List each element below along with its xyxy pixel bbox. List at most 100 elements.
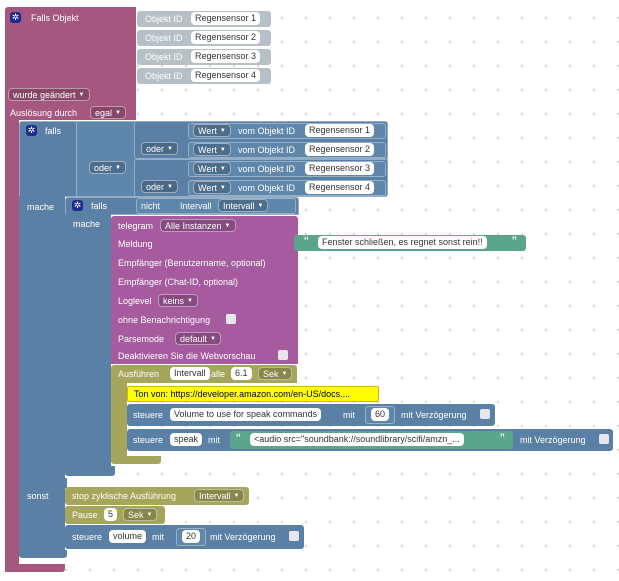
- object-id-field[interactable]: Regensensor 2: [191, 31, 261, 44]
- object-id-field[interactable]: Regensensor 3: [191, 50, 261, 63]
- object-label: Objekt ID: [145, 14, 183, 24]
- not-label: nicht: [141, 201, 161, 211]
- trigger-block[interactable]: [5, 7, 136, 87]
- object-id-field[interactable]: Regensensor 3: [305, 162, 375, 175]
- interval-unit-dropdown[interactable]: Sek▼: [258, 367, 293, 380]
- preview-checkbox[interactable]: [278, 350, 288, 360]
- or-dropdown[interactable]: oder▼: [141, 180, 178, 193]
- volume-value-field[interactable]: 20: [182, 530, 201, 543]
- control-label: steuere: [72, 532, 103, 542]
- source-label: Auslösung durch: [10, 108, 78, 118]
- if-block-bottom: [19, 550, 67, 558]
- with-label: mit: [343, 410, 355, 420]
- if-block-mid: [19, 478, 67, 488]
- interval-block-bottom: [111, 456, 161, 464]
- message-label: Meldung: [118, 239, 153, 249]
- interval-dropdown[interactable]: Intervall▼: [218, 199, 269, 212]
- control-target-field[interactable]: speak: [170, 433, 203, 446]
- object-label: Objekt ID: [145, 71, 183, 81]
- pause-value-field[interactable]: 5: [104, 508, 118, 521]
- stop-label: stop zyklische Ausführung: [72, 491, 177, 501]
- if-label: falls: [45, 126, 62, 136]
- quote-close-icon: ”: [500, 430, 505, 446]
- object-id-field[interactable]: Regensensor 4: [305, 181, 375, 194]
- inner-do-label: mache: [73, 219, 101, 229]
- interval-check-block[interactable]: [174, 199, 294, 213]
- from-object-label: vom Objekt ID: [238, 126, 296, 136]
- from-object-label: vom Objekt ID: [238, 145, 296, 155]
- delay-checkbox[interactable]: [599, 434, 609, 444]
- delay-checkbox[interactable]: [480, 409, 490, 419]
- trigger-dropdown[interactable]: wurde geändert▼: [8, 88, 90, 101]
- telegram-block[interactable]: [111, 216, 298, 364]
- or-dropdown[interactable]: oder▼: [141, 142, 178, 155]
- instance-dropdown[interactable]: Alle Instanzen▼: [160, 219, 236, 232]
- trigger-row: [5, 86, 136, 120]
- loglevel-label: Loglevel: [118, 296, 152, 306]
- control-label: steuere: [133, 410, 164, 420]
- delay-label: mit Verzögerung: [520, 435, 586, 445]
- from-object-label: vom Objekt ID: [238, 164, 296, 174]
- object-id-field[interactable]: Regensensor 1: [305, 124, 375, 137]
- receiver-label: Empfänger (Benutzername, optional): [118, 258, 266, 268]
- pause-unit-dropdown[interactable]: Sek▼: [123, 508, 158, 521]
- source-dropdown[interactable]: egal▼: [90, 106, 126, 119]
- telegram-title: telegram: [118, 221, 154, 231]
- trigger-title: Falls Objekt: [31, 13, 79, 23]
- speak-text-field[interactable]: <audio src="soundbank://soundlibrary/sci…: [250, 433, 464, 446]
- loglevel-dropdown[interactable]: keins▼: [158, 294, 198, 307]
- quote-open-icon: “: [304, 233, 309, 249]
- parsemode-label: Parsemode: [118, 334, 165, 344]
- do-label: mache: [27, 202, 55, 212]
- object-id-field[interactable]: Regensensor 4: [191, 69, 261, 82]
- object-label: Objekt ID: [145, 52, 183, 62]
- value-dropdown[interactable]: Wert▼: [193, 162, 231, 175]
- silent-label: ohne Benachrichtigung: [118, 315, 211, 325]
- delay-checkbox[interactable]: [289, 531, 299, 541]
- with-label: mit: [208, 435, 220, 445]
- control-target-field[interactable]: volume: [109, 530, 147, 543]
- stop-interval-dropdown[interactable]: Intervall▼: [194, 489, 245, 502]
- quote-open-icon: “: [236, 430, 241, 446]
- stop-interval-block[interactable]: [65, 487, 249, 505]
- value-dropdown[interactable]: Wert▼: [193, 124, 231, 137]
- comment-text: Ton von: https://developer.amazon.com/en…: [134, 389, 351, 399]
- pause-label: Pause: [72, 510, 98, 520]
- execute-label: Ausführen: [118, 369, 160, 379]
- gear-icon[interactable]: ✲: [72, 200, 83, 211]
- object-id-field[interactable]: Regensensor 2: [305, 143, 375, 156]
- volume-value-field[interactable]: 60: [371, 408, 390, 421]
- interval-label: Intervall: [180, 201, 212, 211]
- from-object-label: vom Objekt ID: [238, 183, 296, 193]
- preview-label: Deaktivieren Sie die Webvorschau: [118, 351, 256, 361]
- quote-close-icon: ”: [512, 233, 517, 249]
- parsemode-dropdown[interactable]: default▼: [175, 332, 221, 345]
- trigger-block-bottom: [5, 564, 65, 572]
- inner-if-bottom: [65, 466, 115, 476]
- with-label: mit: [152, 532, 164, 542]
- inner-if-label: falls: [91, 201, 108, 211]
- or-dropdown[interactable]: oder▼: [89, 161, 126, 174]
- interval-value-field[interactable]: 6.1: [231, 367, 252, 380]
- value-dropdown[interactable]: Wert▼: [193, 143, 231, 156]
- object-id-field[interactable]: Regensensor 1: [191, 12, 261, 25]
- comment-block[interactable]: [127, 386, 379, 402]
- object-label: Objekt ID: [145, 33, 183, 43]
- delay-label: mit Verzögerung: [210, 532, 276, 542]
- inner-if-spine: [65, 214, 111, 470]
- trigger-block-spine: [5, 86, 19, 572]
- interval-block-spine: [111, 382, 127, 462]
- gear-icon[interactable]: ✲: [26, 125, 37, 136]
- every-label: alle: [211, 369, 226, 379]
- interval-name-field[interactable]: Intervall: [170, 367, 210, 380]
- silent-checkbox[interactable]: [226, 314, 236, 324]
- chat-id-label: Empfänger (Chat-ID, optional): [118, 277, 239, 287]
- else-label: sonst: [27, 491, 49, 501]
- delay-label: mit Verzögerung: [401, 410, 467, 420]
- message-text-field[interactable]: Fenster schließen, es regnet sonst rein!…: [318, 236, 487, 249]
- value-dropdown[interactable]: Wert▼: [193, 181, 231, 194]
- gear-icon[interactable]: ✲: [10, 12, 21, 23]
- if-else-spine: [19, 486, 65, 556]
- control-label: steuere: [133, 435, 164, 445]
- control-target-field[interactable]: Volume to use for speak commands: [170, 408, 322, 421]
